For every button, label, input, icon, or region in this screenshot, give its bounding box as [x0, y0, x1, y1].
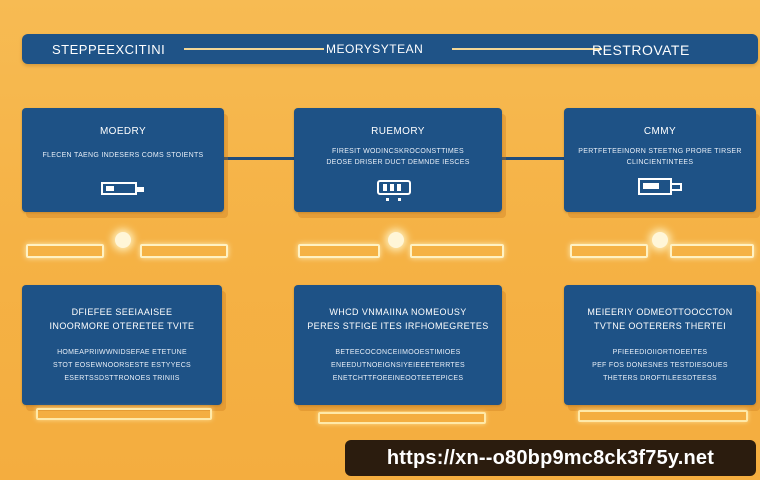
- card-heading-line: PERES STFIGE ITES IRFHOMEGRETES: [307, 321, 489, 331]
- bottom-card-left: DFIEFEE SEEIAAISEE INOORMORE OTERETEE TV…: [22, 285, 222, 405]
- bottom-card-right: MEIEERIY ODMEOTTOOCCTON TVTNE OOTERERS T…: [564, 285, 756, 405]
- card-title: MOEDRY: [99, 126, 147, 137]
- banner-divider-right: [452, 48, 602, 50]
- connector-top-right: [500, 157, 566, 160]
- card-text-line: ENEEDUTNOEIGNSIYEIEEETERRTES: [331, 362, 465, 369]
- glow-shelf: [318, 412, 486, 424]
- hard-drive-icon: [638, 178, 682, 195]
- card-text-line: HOMEAPRIIWWNIDSEFAE ETETUNE: [57, 349, 187, 356]
- card-heading-line: MEIEERIY ODMEOTTOOCCTON: [587, 307, 733, 317]
- card-text-line: FIRESIT WODINCSKROCONSTTIMES: [332, 148, 464, 155]
- card-heading-line: DFIEFEE SEEIAAISEE: [71, 307, 173, 317]
- card-text-line: FLECEN TAENG INDESERS COMS STOIENTS: [42, 152, 204, 159]
- banner-center-label: MEORYSYTEAN: [326, 42, 424, 56]
- card-title: RUEMORY: [371, 126, 425, 137]
- top-card-storage: CMMY PERTFETEEINORN STEETNG PRORE TIRSER…: [564, 108, 756, 212]
- card-text-line: CLINCIENTINTEES: [626, 159, 694, 166]
- banner-left-label: STEPPEEXCITINI: [52, 42, 166, 57]
- timeline-node: [652, 232, 668, 248]
- card-text-line: THETERS DROFTILEESDTEESS: [603, 375, 717, 382]
- glow-shelf: [36, 408, 212, 420]
- card-heading-line: WHCD VNMAIINA NOMEOUSY: [329, 307, 467, 317]
- card-heading-line: INOORMORE OTERETEE TVITE: [49, 321, 195, 331]
- card-text-line: STOT EOSEWNOORSESTE ESTYYECS: [52, 362, 192, 369]
- card-text-line: DEOSE DRISER DUCT DEMNDE IESCES: [326, 159, 470, 166]
- card-text-line: BETEECOCONCEIIMOOESTIMIOES: [335, 349, 461, 356]
- timeline-node: [388, 232, 404, 248]
- card-title: CMMY: [643, 126, 677, 137]
- glow-bar: [670, 244, 754, 258]
- card-heading-line: TVTNE OOTERERS THERTEI: [594, 321, 726, 331]
- banner-right-label: RESTROVATE: [592, 42, 690, 58]
- glow-bar: [298, 244, 380, 258]
- memory-module-icon: [101, 182, 144, 195]
- connector-top-left: [222, 157, 296, 160]
- glow-shelf: [578, 410, 748, 422]
- top-card-memory: MOEDRY FLECEN TAENG INDESERS COMS STOIEN…: [22, 108, 224, 212]
- glow-bar: [410, 244, 504, 258]
- bottom-card-center: WHCD VNMAIINA NOMEOUSY PERES STFIGE ITES…: [294, 285, 502, 405]
- glow-bar: [26, 244, 104, 258]
- ram-chip-icon: [377, 180, 411, 201]
- glow-bar: [140, 244, 228, 258]
- timeline-node: [115, 232, 131, 248]
- watermark-url: https://xn--o80bp9mc8ck3f75y.net: [345, 440, 756, 476]
- top-card-ram: RUEMORY FIRESIT WODINCSKROCONSTTIMES DEO…: [294, 108, 502, 212]
- card-text-line: PEF FOS DONESNES TESTDIESOUES: [592, 362, 728, 369]
- title-banner: STEPPEEXCITINI MEORYSYTEAN RESTROVATE: [22, 34, 758, 64]
- card-text-line: PFIEEEDIOIIORTIOEEITES: [612, 349, 708, 356]
- glow-bar: [570, 244, 648, 258]
- card-text-line: PERTFETEEINORN STEETNG PRORE TIRSER: [578, 148, 742, 155]
- card-text-line: ESERTSSDSTTRONOES TRINIIS: [64, 375, 180, 382]
- card-text-line: ENETCHTTFOEEINEOOTEETEPICES: [332, 375, 464, 382]
- banner-divider-left: [184, 48, 324, 50]
